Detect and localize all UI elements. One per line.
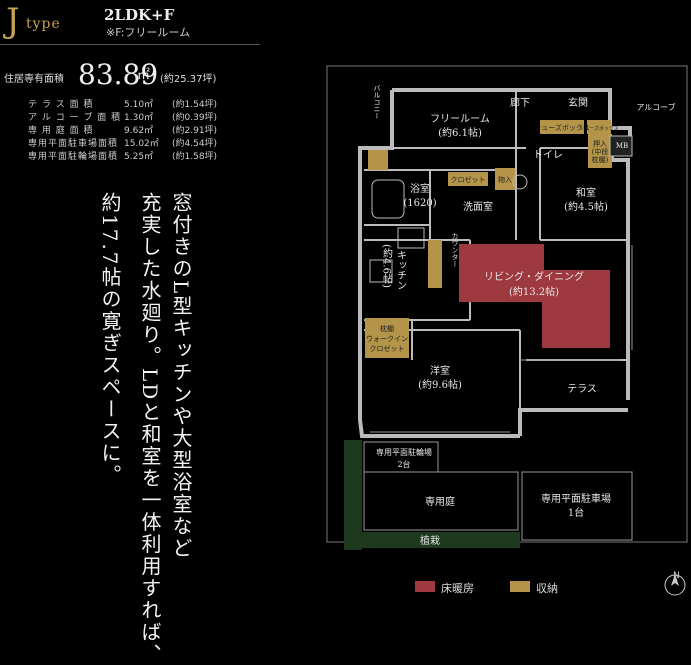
balcony-storage: [368, 150, 388, 170]
label-counter: カウンター: [451, 233, 459, 268]
spec-tsubo: (約1.58坪): [172, 152, 218, 162]
planting-strip-left: [344, 440, 362, 550]
label-hallway: 廊下: [510, 96, 530, 109]
spec-label: 専用平面駐輪場面積: [28, 152, 119, 162]
label-wic: ウォークイン: [366, 335, 408, 343]
copy-line-3: 約17.7帖の寛ぎスペースに。: [98, 192, 122, 487]
label-oshiire-sub: (中段: [592, 147, 609, 156]
area-tsubo: (約25.37坪): [160, 74, 217, 85]
label-alcove: アルコーブ: [636, 102, 675, 112]
label-wic-2: クロゼット: [370, 344, 405, 353]
type-letter: J: [6, 1, 20, 41]
label-oshiire: 押入: [593, 139, 607, 148]
label-kitchen: キッチン: [395, 250, 406, 290]
spec-tsubo: (約4.54坪): [172, 139, 218, 149]
oshiire-block: [588, 134, 612, 168]
parking-area: [521, 471, 633, 541]
spec-tsubo: (約2.91坪): [172, 126, 218, 136]
label-bath: 浴室: [410, 182, 430, 195]
spec-value: 1.30㎡: [124, 113, 154, 123]
legend-storage-swatch: [510, 581, 530, 592]
spec-tsubo: (約0.39坪): [172, 113, 218, 123]
spec-value: 5.10㎡: [124, 100, 154, 110]
type-word: type: [26, 16, 61, 32]
label-bike: 専用平面駐輪場: [376, 447, 432, 457]
bathtub: [371, 179, 405, 219]
label-free-room-size: (約6.1帖): [438, 126, 482, 139]
spec-label: テ ラ ス 面 積: [28, 100, 94, 110]
shoebox-block-2: [587, 120, 611, 134]
sink: [369, 259, 393, 283]
label-shelf: 枕棚: [380, 324, 394, 333]
spec-label: 専 用 庭 面 積: [28, 126, 94, 136]
label-parking-count: 1台: [568, 506, 584, 519]
spec-value: 5.25㎡: [124, 152, 154, 162]
floor-heating-zone-1: [459, 244, 544, 302]
compass-label: N: [673, 571, 680, 581]
label-closet: クロゼット: [451, 175, 486, 184]
compass-icon: [664, 574, 686, 596]
storage-block: [495, 168, 515, 190]
label-storage: 物入: [498, 175, 512, 184]
floor-heating-zone-2: [542, 270, 610, 348]
plan-note: ※F:フリールーム: [106, 26, 191, 39]
area-unit: ㎡: [137, 68, 151, 83]
label-mb: MB: [616, 142, 628, 150]
copy-line-1: 窓付きのL型キッチンや大型浴室など: [169, 192, 193, 560]
label-washitsu: 和室: [576, 186, 596, 199]
label-terrace: テラス: [567, 383, 597, 395]
label-free-room: フリールーム: [430, 113, 490, 125]
label-washitsu-size: (約4.5帖): [564, 200, 608, 213]
spec-value: 15.02㎡: [124, 139, 159, 149]
area-label: 住居専有面積: [4, 74, 64, 85]
legend-floor-heating-swatch: [415, 581, 435, 592]
stove: [397, 227, 425, 249]
header-divider: [0, 44, 260, 45]
spec-value: 9.62㎡: [124, 126, 154, 136]
legend-storage-label: 収納: [536, 582, 558, 595]
label-toilet: トイレ: [533, 150, 563, 161]
area-value: 83.89: [78, 58, 159, 91]
spec-label: 専用平面駐車場面積: [28, 139, 119, 149]
label-entrance: 玄関: [568, 96, 588, 109]
label-ld: リビング・ダイニング: [484, 270, 584, 283]
counter-block: [428, 240, 442, 288]
legend-floor-heating-label: 床暖房: [441, 582, 474, 595]
site-boundary: [326, 65, 688, 543]
label-washroom: 洗面室: [463, 200, 493, 213]
label-parking: 専用平面駐車場: [541, 492, 611, 505]
planting-strip-bottom: [344, 532, 520, 548]
garden-area: [363, 471, 519, 531]
floor-plan: フリールーム (約6.1帖) 廊下 玄関 アルコーブ MB シューズボックス シ…: [326, 65, 688, 596]
mb-box: [609, 135, 633, 157]
label-yoshitsu-size: (約9.6帖): [418, 378, 462, 391]
spec-row: 専用平面駐車場面積 15.02㎡ (約4.54坪): [28, 136, 217, 149]
label-balcony: バルコニー: [373, 85, 381, 120]
spec-label: ア ル コ ー ブ 面 積: [28, 113, 122, 123]
label-shoebox-1: シューズボックス: [534, 123, 589, 132]
closet-block: [448, 172, 488, 186]
label-bath-size: (1620): [403, 198, 436, 209]
label-kitchen-size: (約4.6帖): [381, 244, 393, 288]
spec-row: 専 用 庭 面 積 9.62㎡ (約2.91坪): [28, 123, 217, 136]
spec-row: テ ラ ス 面 積 5.10㎡ (約1.54坪): [28, 97, 217, 110]
label-yoshitsu: 洋室: [430, 364, 450, 377]
copy-line-2: 充実した水廻り。LDと和室を一体利用すれば、: [138, 192, 162, 665]
label-bike-count: 2台: [397, 459, 410, 469]
shoebox-block-1: [540, 120, 584, 134]
label-ld-size: (約13.2帖): [509, 285, 559, 298]
plan-name: 2LDK+F: [104, 6, 175, 24]
wic-block: [365, 318, 409, 358]
toilet-fixture: [512, 174, 528, 190]
label-shoebox-2: シューズボックス: [579, 125, 619, 132]
label-planting: 植栽: [420, 534, 440, 547]
spec-tsubo: (約1.54坪): [172, 100, 218, 110]
label-oshiire-sub2: 枕棚): [592, 155, 609, 164]
spec-row: 専用平面駐輪場面積 5.25㎡ (約1.58坪): [28, 149, 217, 162]
label-garden: 専用庭: [425, 495, 455, 508]
